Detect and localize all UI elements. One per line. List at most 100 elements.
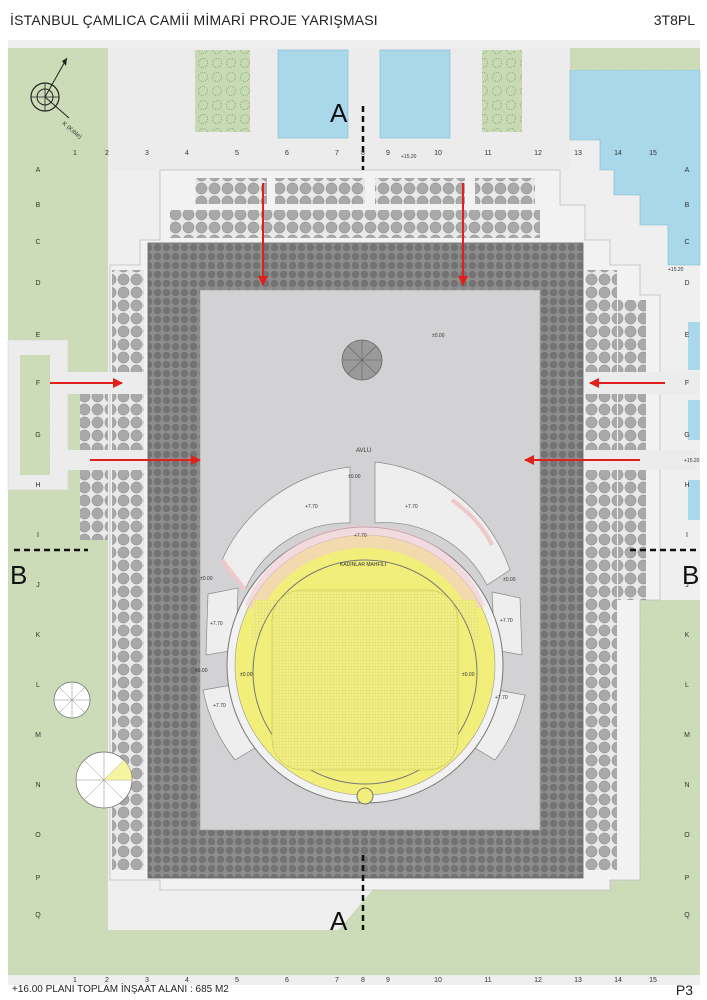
grid-col-label: 6 [285, 977, 289, 984]
level-arc-6: +7.70 [500, 618, 513, 624]
prayer-hall-grid [271, 589, 459, 771]
grid-col-label: 15 [649, 150, 657, 157]
grid-col-label: 5 [235, 977, 239, 984]
tree-grid-2 [482, 50, 522, 132]
tree-1 [53, 681, 91, 719]
level-arc-3: +7.70 [405, 504, 418, 510]
grid-col-label: 7 [335, 150, 339, 157]
fountain-pattern [342, 340, 382, 380]
grid-col-label: 11 [484, 150, 491, 157]
grid-row-label: I [686, 532, 688, 539]
north-compass [30, 57, 70, 119]
grid-row-label: H [684, 482, 689, 489]
grid-row-label: P [685, 875, 690, 882]
grid-col-label: 15 [649, 977, 657, 984]
grid-col-label: 3 [145, 150, 149, 157]
grid-col-label: 14 [614, 150, 622, 157]
plaza-paving [199, 289, 541, 831]
west-entry-lawn [20, 355, 50, 475]
grid-row-label: D [35, 280, 40, 287]
grid-row-label: B [36, 202, 41, 209]
level-arc-1: ±0.00 [348, 474, 361, 480]
grid-row-label: K [36, 632, 41, 639]
colonnade-top-4 [475, 178, 535, 204]
grid-row-label: O [684, 832, 690, 839]
grid-row-label: C [35, 239, 40, 246]
level-arc-7: ±0.00 [195, 668, 208, 674]
grid-row-label: N [684, 782, 689, 789]
grid-col-label: 4 [185, 150, 189, 157]
sheet-title: İSTANBUL ÇAMLICA CAMİİ MİMARİ PROJE YARI… [10, 12, 378, 28]
pool-1 [277, 49, 349, 139]
colonnade-west-3 [80, 470, 108, 540]
grid-row-label: L [36, 682, 40, 689]
grid-row-label: F [36, 380, 40, 387]
section-a-bottom: A [330, 906, 348, 936]
arcade-pink-w [220, 558, 247, 592]
section-a-top: A [330, 98, 348, 128]
section-b-right: B [682, 560, 699, 590]
grid-col-label: 12 [534, 977, 542, 984]
footer-area-note: +16.00 PLANI TOPLAM İNŞAAT ALANI : 685 M… [12, 984, 229, 995]
grid-col-label: 4 [185, 977, 189, 984]
arcade-nw [221, 466, 351, 591]
sheet-code: 3T8PL [653, 12, 695, 28]
grid-col-label: 13 [574, 150, 582, 157]
level-right-g: +15.20 [684, 458, 700, 464]
colonnade-top-1 [195, 178, 267, 204]
top-right-lawn [570, 48, 700, 70]
pool-side-3 [688, 480, 700, 520]
tree-grid-1 [195, 50, 250, 132]
colonnade-top-3 [375, 178, 465, 204]
level-arc-2: +7.70 [305, 504, 318, 510]
grid-col-label: 9 [386, 150, 390, 157]
grid-row-label: E [685, 332, 690, 339]
grid-row-label: G [35, 432, 40, 439]
grid-row-label: I [37, 532, 39, 539]
grid-row-label: A [685, 167, 690, 174]
grid-col-label: 1 [73, 977, 77, 984]
grid-row-label: Q [684, 912, 690, 919]
level-arc-9: ±0.00 [462, 672, 475, 678]
grid-col-label: 8 [361, 150, 365, 157]
grid-col-label: 10 [434, 977, 442, 984]
level-arc-extra: ±0.00 [503, 577, 516, 583]
level-arc-11: +7.70 [495, 695, 508, 701]
level-arc-10: +7.70 [213, 703, 226, 709]
grid-col-label: 3 [145, 977, 149, 984]
grid-row-label: J [36, 582, 40, 589]
grid-row-label: L [685, 682, 689, 689]
level-right-c: +15.20 [668, 267, 684, 273]
grid-col-label: 2 [105, 977, 109, 984]
arcade-ne [374, 461, 511, 586]
grid-row-label: F [685, 380, 689, 387]
section-b-left: B [10, 560, 27, 590]
pool-2 [379, 49, 451, 139]
grid-row-label: H [35, 482, 40, 489]
level-arc-4: ±0.00 [200, 576, 213, 582]
grid-col-label: 6 [285, 150, 289, 157]
level-gallery: +7.70 [354, 533, 367, 539]
grid-row-label: E [36, 332, 41, 339]
grid-row-label: A [36, 167, 41, 174]
bottom-lawn [8, 930, 660, 975]
level-courtyard: ±0.00 [432, 333, 445, 339]
grid-row-label: G [684, 432, 689, 439]
grid-col-label: 7 [335, 977, 339, 984]
grid-row-label: D [684, 280, 689, 287]
grid-row-label: M [684, 732, 690, 739]
grid-row-label: P [36, 875, 41, 882]
level-arc-5: +7.70 [210, 621, 223, 627]
colonnade-top-5 [170, 210, 540, 238]
tree-2 [75, 751, 133, 809]
grid-col-label: 5 [235, 150, 239, 157]
level-arc-8: ±0.00 [240, 672, 253, 678]
grid-row-label: N [35, 782, 40, 789]
pool-side-1 [688, 322, 700, 370]
entry-path-g-east [582, 450, 700, 470]
